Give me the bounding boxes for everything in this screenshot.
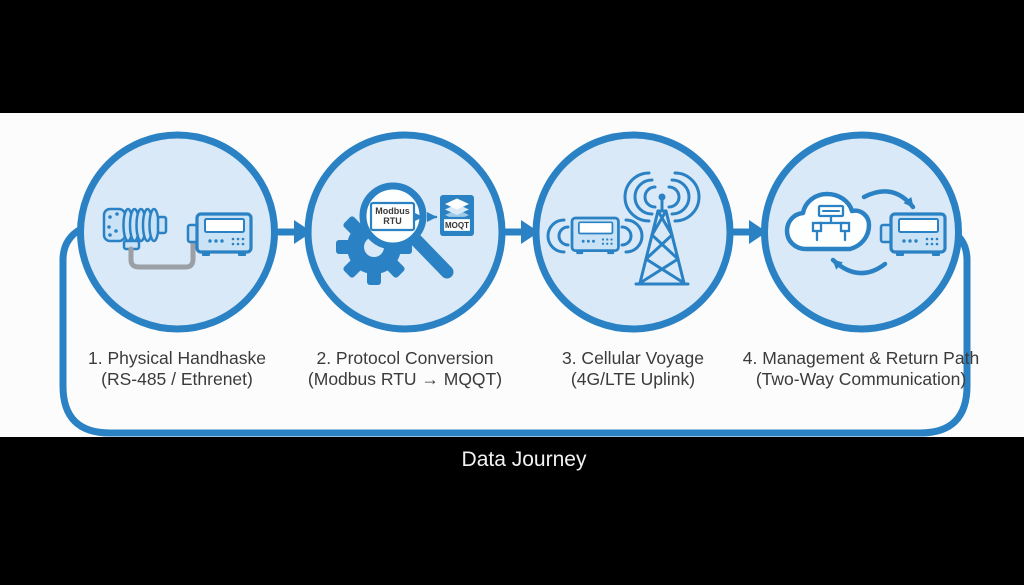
radio-waves-left-icon <box>546 218 570 254</box>
diagram-title: Data Journey <box>461 448 587 471</box>
gateway-device-icon <box>186 212 253 258</box>
stage-3-label: 3. Cellular Voyage <box>561 348 705 368</box>
counterclockwise-arrow-icon <box>830 257 888 276</box>
stage-3-caption: 3. Cellular Voyage (4G/LTE Uplink) <box>483 348 783 390</box>
serial-cable <box>128 234 196 270</box>
modbus-rtu-box: Modbus RTU <box>369 201 416 232</box>
stage-1-circle <box>77 131 278 333</box>
flow-arrow-3 <box>730 220 767 244</box>
flow-diagram: Modbus RTU MOQT <box>59 131 971 437</box>
stage-2-sublabel: (Modbus RTU → MQQT) <box>307 369 503 389</box>
stage-2-label: 2. Protocol Conversion <box>316 348 494 368</box>
tower-signal-waves-icon <box>623 171 701 223</box>
managed-gateway-icon <box>879 212 947 258</box>
modem-device-icon <box>570 216 620 256</box>
clockwise-arrow-icon <box>861 189 916 210</box>
stage-2-caption: 2. Protocol Conversion (Modbus RTU → MQQ… <box>255 348 555 390</box>
cloud-icon <box>784 191 872 252</box>
mqtt-label: MOQT <box>445 221 469 230</box>
top-letterbox-bar <box>0 0 1024 113</box>
bottom-letterbox-bar: Data Journey <box>0 437 1024 585</box>
stage-1-caption: 1. Physical Handhaske (RS-485 / Ethrenet… <box>27 348 327 390</box>
sensor-motor-icon <box>102 207 168 251</box>
cloud-network-nodes-icon <box>811 204 851 242</box>
flow-arrow-2 <box>502 220 539 244</box>
modbus-label-line1: Modbus <box>375 206 410 216</box>
stage-4-circle <box>761 131 962 333</box>
stage-1-label: 1. Physical Handhaske <box>87 348 267 368</box>
stage-3-sublabel: (4G/LTE Uplink) <box>570 369 696 389</box>
radio-waves-right-icon <box>620 218 644 254</box>
cell-tower-icon <box>623 171 701 286</box>
stage-4-sublabel: (Two-Way Communication) <box>755 369 967 389</box>
modbus-label-line2: RTU <box>383 216 402 226</box>
stage-2-circle: Modbus RTU MOQT <box>304 131 506 333</box>
mqtt-stack-icon: MOQT <box>440 195 474 236</box>
stage-3-circle <box>532 131 734 333</box>
flow-arrow-1 <box>275 220 312 244</box>
stage-4-label: 4. Management & Return Path <box>742 348 980 368</box>
stage-1-sublabel: (RS-485 / Ethrenet) <box>101 369 253 389</box>
journey-loop-path <box>59 225 971 437</box>
stage-4-caption: 4. Management & Return Path (Two-Way Com… <box>711 348 1011 390</box>
diagram-canvas: Modbus RTU MOQT <box>0 113 1024 437</box>
